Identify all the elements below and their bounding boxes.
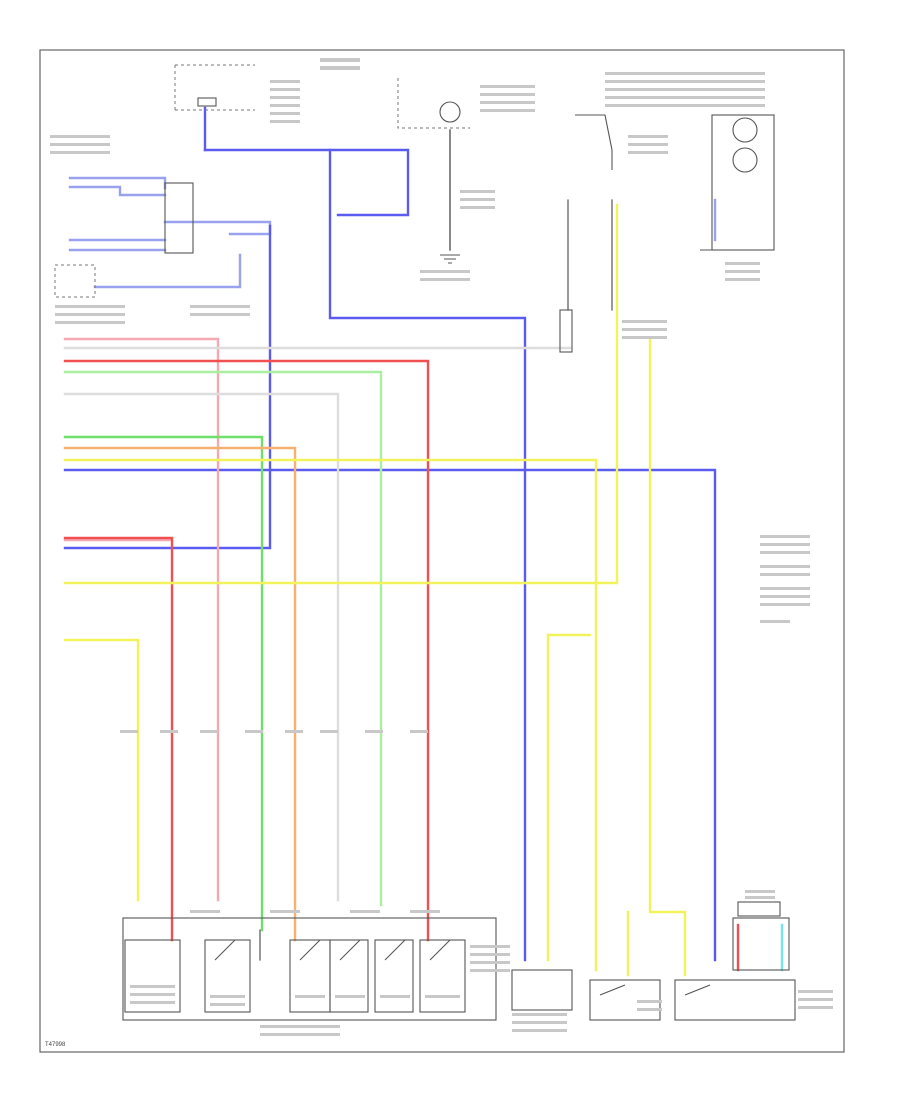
wire-light-blue-cluster-2: [68, 185, 167, 197]
wire-red-low: [63, 536, 174, 942]
lamp-bulb-icon-2: [732, 147, 758, 173]
figure-code: T47998: [45, 1042, 66, 1048]
wire-pink: [63, 337, 220, 902]
switch-icon-brake: [684, 984, 711, 996]
wire-blue-main: [203, 148, 527, 962]
wire-orange: [63, 446, 297, 942]
wire-blue-vertical-mid: [63, 224, 272, 550]
wire-green-main: [63, 435, 264, 932]
switch-icon-top-right: [575, 114, 613, 170]
awd-control-box: [511, 969, 573, 1011]
sensor-outline: [397, 78, 470, 129]
shift-switch-3: [289, 939, 331, 1013]
lamp-bulb-icon-1: [732, 117, 758, 143]
wire-yellow-ps: [63, 638, 140, 902]
wire-yellow-right: [648, 338, 687, 977]
ecu-box: [54, 264, 96, 298]
small-ground-box: [737, 901, 781, 917]
diagram-border: [39, 49, 845, 1053]
wire-red-main: [63, 359, 430, 942]
switch-icon-stop: [599, 984, 626, 996]
switch-icon-4: [339, 939, 361, 961]
wire-yellow-main: [63, 458, 598, 972]
wire-yellow-pass: [63, 203, 619, 585]
label-marks: [50, 58, 833, 1036]
wire-blue-right: [63, 468, 717, 962]
joint-connector: [559, 309, 573, 353]
switch-icon-5: [384, 939, 406, 961]
shift-switch-2: [204, 939, 251, 1013]
shift-switch-6: [419, 939, 466, 1013]
shift-lever-assembly: [122, 917, 497, 1021]
brake-pedal-switch: [674, 979, 796, 1021]
wire-light-blue-cluster-3: [163, 220, 272, 236]
component-layer: [54, 64, 796, 1021]
lamp-assembly: [711, 114, 775, 251]
junction-box-outline: [174, 64, 255, 111]
fuse-icon: [197, 97, 217, 107]
wire-blue-sensor-link: [328, 148, 410, 217]
switch-icon-3: [299, 939, 321, 961]
switch-icon-6: [429, 939, 451, 961]
cluster-connector: [164, 182, 194, 254]
wire-light-blue-ecu: [93, 253, 242, 289]
switch-icon-2: [214, 939, 236, 961]
range-sensor-icon: [439, 101, 461, 123]
wire-light-green: [63, 370, 383, 907]
shift-switch-4: [329, 939, 369, 1013]
wire-layer: [63, 106, 784, 977]
shift-switch-1: [124, 939, 181, 1013]
ground-symbol-1: [440, 254, 460, 264]
shift-switch-5: [374, 939, 414, 1013]
sensor-connector-right: [732, 917, 790, 971]
